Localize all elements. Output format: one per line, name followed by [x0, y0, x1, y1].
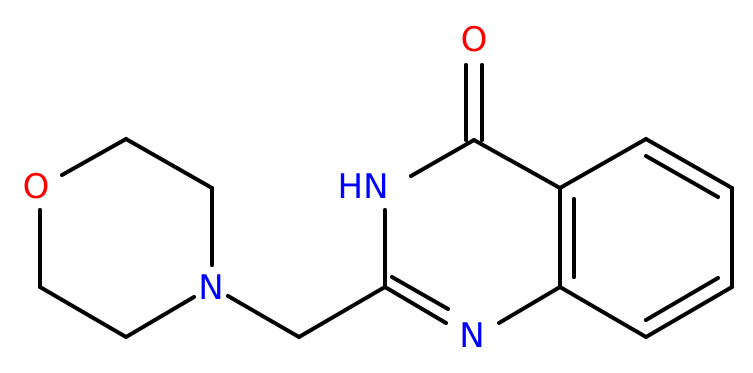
bond-c5-c6-inner — [644, 154, 720, 199]
atom-labels: O HN N O N — [23, 20, 488, 356]
bonds — [38, 63, 734, 339]
morpholine-nitrogen-label: N — [198, 268, 223, 308]
bond-c2-n-b — [390, 275, 450, 311]
bond-c4a-c5 — [558, 137, 648, 190]
bond-c8-c8a — [558, 285, 648, 339]
bond-c7-c8-inner — [644, 276, 720, 322]
morpholine-oxygen-label: O — [23, 167, 50, 207]
bond-c2-ch2 — [297, 285, 387, 339]
bond-c5-c6 — [644, 137, 734, 190]
bond-c4-nh — [409, 138, 476, 178]
carbonyl-oxygen-label: O — [461, 20, 488, 60]
bond-c-up-c-top — [124, 137, 214, 190]
bond-c4-c4a — [472, 138, 562, 190]
bond-c-left-c-bottom — [38, 285, 128, 339]
bond-c7-c8 — [644, 285, 734, 339]
ring-nh-label: HN — [338, 167, 389, 207]
ring-n-label: N — [459, 316, 484, 356]
bond-c-top-o — [60, 137, 128, 177]
bond-n-c8a — [497, 285, 562, 325]
bond-c2-n-a — [383, 285, 448, 325]
bond-ch2-nmorph — [226, 294, 301, 339]
bond-c-bottom-nmorph — [124, 295, 196, 339]
